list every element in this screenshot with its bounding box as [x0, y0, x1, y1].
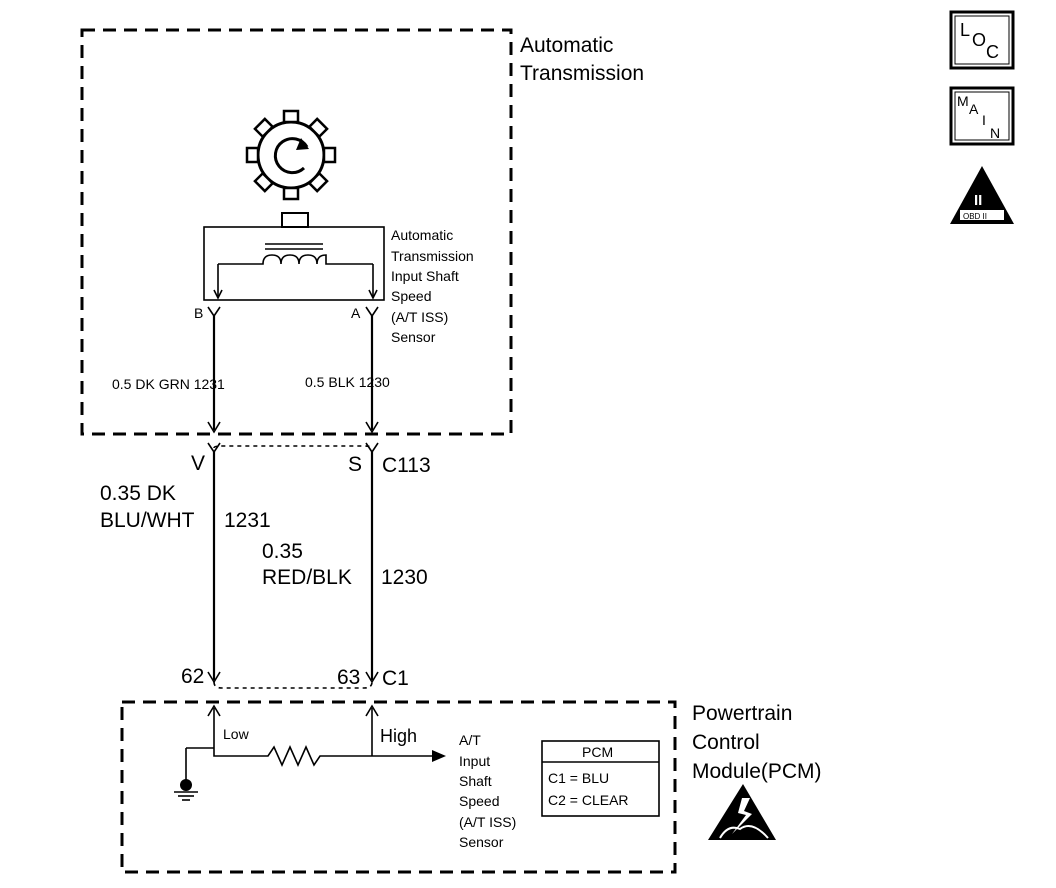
pcm-input-line4: Speed: [459, 793, 499, 809]
c1-name: C1: [382, 667, 409, 690]
obd-ii-icon[interactable]: II OBD II: [950, 166, 1014, 224]
esd-sensitive-icon: [708, 784, 776, 840]
sensor-pin-b-terminal: [207, 306, 221, 318]
transmission-label-line1: Automatic: [520, 34, 613, 57]
pcm-low-label: Low: [223, 726, 250, 742]
c113-pin-s: S: [348, 453, 362, 476]
loc-icon[interactable]: L O C: [949, 10, 1015, 70]
connector-c1-body: [213, 681, 373, 689]
pcm-label-line3: Module(PCM): [692, 760, 822, 783]
wire-upper-right-label: 0.5 BLK 1230: [305, 374, 390, 390]
pcm-input-line2: Input: [459, 753, 490, 769]
wire-1230-arrow: [365, 421, 379, 434]
sensor-label-line5: (A/T ISS): [391, 309, 448, 325]
sensor-pin-b: B: [194, 305, 203, 321]
loc-icon-c: C: [986, 42, 999, 62]
connector-c113-body: [213, 445, 373, 449]
loc-icon-o: O: [972, 30, 986, 50]
wire-lower-right-circuit: 1230: [381, 566, 428, 589]
pcm-label-line2: Control: [692, 731, 760, 754]
main-icon-a: A: [969, 101, 979, 117]
sensor-label-line3: Input Shaft: [391, 268, 459, 284]
wire-lower-left-circuit: 1231: [224, 509, 271, 532]
loc-icon-l: L: [960, 20, 970, 40]
reluctor-wheel-icon: [245, 109, 337, 201]
pcm-input-line3: Shaft: [459, 773, 492, 789]
sensor-label-line4: Speed: [391, 288, 431, 304]
wire-upper-left-label: 0.5 DK GRN 1231: [112, 376, 225, 392]
c113-pin-s-terminal: [365, 442, 379, 454]
pcm-high-label: High: [380, 726, 417, 746]
main-icon-n: N: [990, 125, 1000, 141]
main-icon[interactable]: M A I N: [949, 86, 1015, 146]
pcm-label-line1: Powertrain: [692, 702, 792, 725]
c1-pin-62: 62: [181, 665, 204, 688]
ground-icon: [174, 779, 198, 801]
pcm-table-row1: C1 = BLU: [548, 770, 609, 786]
wire-1231-arrow: [207, 421, 221, 434]
iss-sensor-symbol: [203, 212, 385, 301]
pcm-boundary: [120, 700, 677, 874]
pcm-input-line1: A/T: [459, 732, 481, 748]
pcm-input-line6: Sensor: [459, 834, 504, 850]
c113-pin-v: V: [191, 452, 205, 475]
c1-pin-63-terminal: [365, 671, 379, 684]
sensor-label-line1: Automatic: [391, 227, 453, 243]
main-icon-m: M: [957, 93, 969, 109]
pcm-input-line5: (A/T ISS): [459, 814, 516, 830]
main-icon-i: I: [982, 112, 986, 128]
sensor-pin-a: A: [351, 305, 361, 321]
pcm-table-row2: C2 = CLEAR: [548, 792, 629, 808]
sensor-label-line6: Sensor: [391, 329, 436, 345]
wire-lower-left-line1: 0.35 DK: [100, 482, 176, 505]
c113-name: C113: [382, 454, 431, 477]
pcm-input-circuit: [185, 704, 446, 780]
pcm-connector-table: PCM C1 = BLU C2 = CLEAR: [541, 740, 660, 817]
pcm-table-title: PCM: [582, 744, 613, 760]
wire-lower-left-line2: BLU/WHT: [100, 509, 195, 532]
sensor-label-line2: Transmission: [391, 248, 474, 264]
transmission-label-line2: Transmission: [520, 62, 644, 85]
c1-pin-63: 63: [337, 666, 360, 689]
wire-lower-right-line2: RED/BLK: [262, 566, 352, 589]
wire-lower-right-line1: 0.35: [262, 540, 303, 563]
transmission-boundary: [80, 28, 513, 436]
obd-icon-text: OBD II: [963, 212, 987, 221]
obd-icon-roman: II: [974, 192, 982, 209]
sensor-pin-a-terminal: [365, 306, 379, 318]
